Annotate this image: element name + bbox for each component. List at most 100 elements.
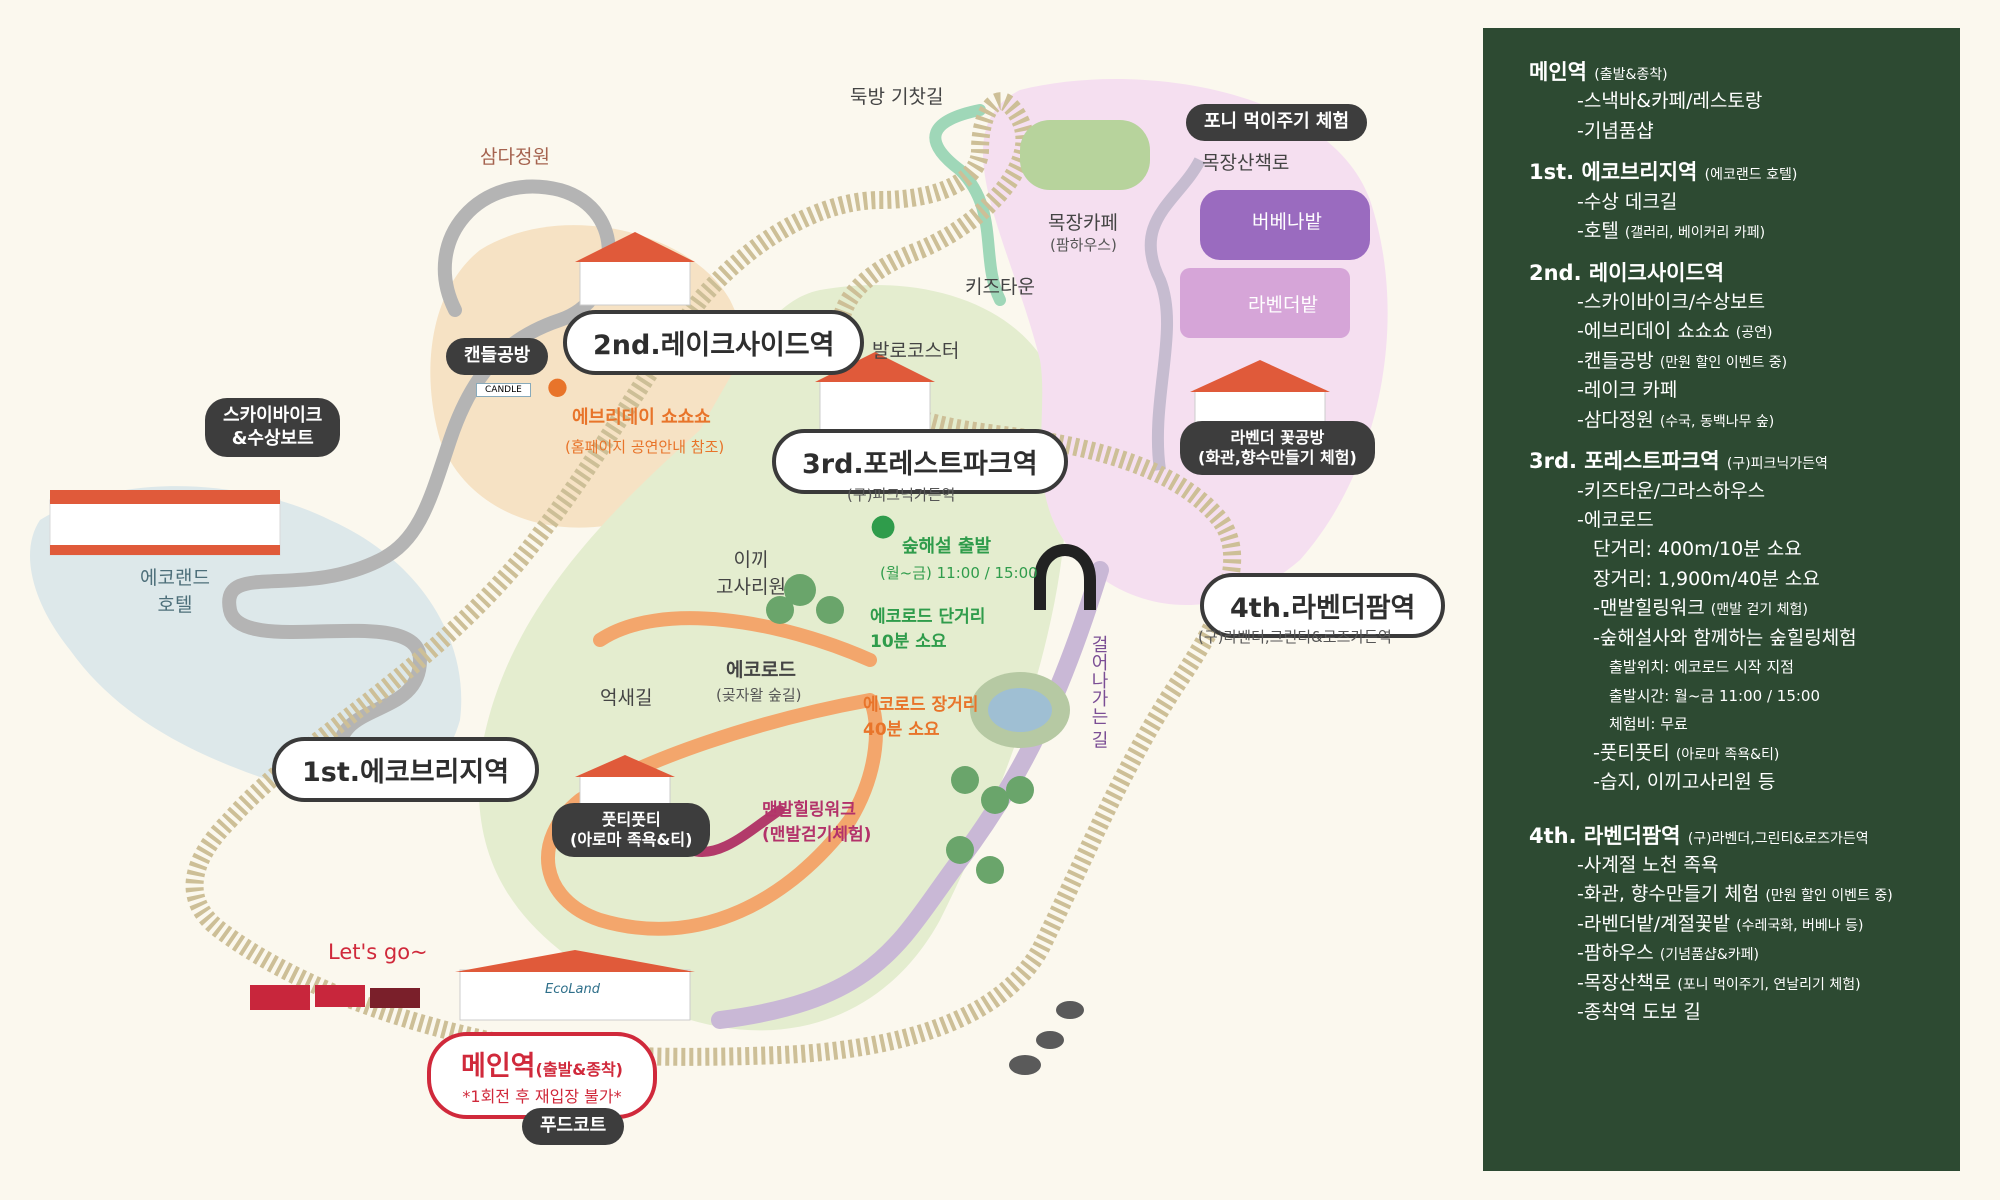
legend-s3-footy: -풋티풋티 <box>1593 741 1670 764</box>
forest-start-label: 숲해설 출발 <box>902 536 992 557</box>
legend-s3-title: 3rd. 포레스트파크역 <box>1529 449 1720 474</box>
station-1-badge: 1st.에코브리지역 <box>272 737 540 802</box>
footy-label: 풋티풋티 (아로마 족욕&티) <box>552 803 711 857</box>
legend-s2-item: -삼다정원 (수국, 동백나무 숲) <box>1529 406 1960 435</box>
pony-label: 포니 먹이주기 체험 <box>1186 104 1368 141</box>
legend-s4-farmhouse-note: (기념품샵&카페) <box>1659 947 1759 964</box>
main-station-building <box>455 950 695 1021</box>
park-map: 둑방 기찻길 삼다정원 캔들공방 스카이바이크 &수상보트 에코랜드 호텔 1s… <box>30 79 1446 1145</box>
legend-s4-field-note: (수레국화, 버베나 등) <box>1736 917 1864 934</box>
legend-s2-item: -캔들공방 (만원 할인 이벤트 중) <box>1529 347 1960 376</box>
legend-s3-detail: 체험비: 무료 <box>1609 715 1688 734</box>
main-station-note: (출발&종착) <box>535 1060 623 1079</box>
show-pin-icon: ● <box>547 372 568 400</box>
train <box>250 985 420 1010</box>
walk-path-label: 걸어나가는 길 <box>1088 635 1109 749</box>
tracks-label: 둑방 기찻길 <box>850 86 944 108</box>
ranch-cafe-sub: (팜하우스) <box>1050 236 1117 254</box>
legend-main-title: 메인역 <box>1529 60 1587 84</box>
trees <box>766 574 1034 884</box>
legend-s2-show: -에브리데이 쇼쇼쇼 <box>1577 320 1730 343</box>
legend-s3-detail: 출발위치: 에코로드 시작 지점 <box>1609 658 1794 677</box>
verbena-field <box>1200 190 1370 260</box>
lavender-workshop-label: 라벤더 꽃공방 (화관,향수만들기 체험) <box>1180 421 1375 475</box>
legend-s4-wreath-note: (만원 할인 이벤트 중) <box>1765 888 1893 905</box>
food-court-label: 푸드코트 <box>522 1108 625 1145</box>
legend-s2-item: -에브리데이 쇼쇼쇼 (공연) <box>1529 317 1960 346</box>
legend-s4-trail-note: (포니 먹이주기, 연날리기 체험) <box>1677 976 1861 993</box>
legend-s3-long: 장거리: 1,900m/40분 소요 <box>1593 567 1820 590</box>
legend-s4-farmhouse: -팜하우스 <box>1577 942 1654 965</box>
ecoland-hotel-label: 에코랜드 호텔 <box>140 567 210 616</box>
legend-s1-note: (에코랜드 호텔) <box>1704 167 1798 184</box>
legend-s3: 3rd. 포레스트파크역 (구)피크닉가든역 <box>1529 447 1960 476</box>
station-3-badge: 3rd.포레스트파크역 <box>772 429 1068 494</box>
everyday-show-sub: (홈페이지 공연안내 참조) <box>565 438 725 456</box>
legend-s3-sub: -숲해설사와 함께하는 숲힐링체험 <box>1593 626 1857 649</box>
lavender-field-label: 라벤더밭 <box>1248 294 1318 316</box>
reed-path-label: 억새길 <box>600 687 653 709</box>
legend-s4-trail: -목장산책로 <box>1577 971 1672 994</box>
barefoot-label: 맨발힐링워크 (맨발걷기체험) <box>762 800 872 845</box>
lavender-field-graphic <box>1180 268 1350 338</box>
legend-s2-candle-note: (만원 할인 이벤트 중) <box>1659 354 1788 371</box>
legend-s3-item: -에코로드 <box>1577 508 1654 531</box>
legend-s3-note: (구)피크닉가든역 <box>1726 456 1828 473</box>
legend-s4-item: -사계절 노천 족욕 <box>1577 853 1719 876</box>
legend-s3-item: -키즈타운/그라스하우스 <box>1577 479 1766 502</box>
eco-road-sub: (곶자왈 숲길) <box>716 686 802 704</box>
legend-s4-wreath: -화관, 향수만들기 체험 <box>1577 883 1760 906</box>
legend-s4-item: -팜하우스 (기념품샵&카페) <box>1529 939 1960 968</box>
legend-main-note: (출발&종착) <box>1594 67 1668 83</box>
legend-s3-barefoot: -맨발힐링워크 <box>1593 597 1705 620</box>
legend-s4-item: -종착역 도보 길 <box>1577 1001 1701 1024</box>
everyday-show-label: 에브리데이 쇼쇼쇼 <box>572 407 711 428</box>
ranch-trail-label: 목장산책로 <box>1202 152 1290 174</box>
station-4-badge: 4th.라벤더팜역 <box>1200 573 1446 638</box>
legend-s1-item: -수상 데크길 <box>1577 190 1678 213</box>
station-4-sub: (구)라벤더,그린티&로즈가든역 <box>1198 628 1392 646</box>
candle-workshop-label: 캔들공방 <box>446 338 549 375</box>
legend-s4: 4th. 라벤더팜역 (구)라벤더,그린티&로즈가든역 <box>1529 822 1960 851</box>
legend-s1-hotel: -호텔 <box>1577 220 1619 243</box>
ranch-cafe-garden <box>1020 120 1150 190</box>
legend-main-item: -스낵바&카페/레스토랑 <box>1577 90 1763 113</box>
eco-road-label: 에코로드 <box>726 659 796 681</box>
station-2-badge: 2nd.레이크사이드역 <box>563 310 865 375</box>
legend-main: 메인역 (출발&종착) <box>1529 58 1960 87</box>
legend-s4-title: 4th. 라벤더팜역 <box>1529 823 1681 848</box>
samda-garden-label: 삼다정원 <box>480 146 550 168</box>
grey-walk-path <box>222 179 616 767</box>
legend-s1: 1st. 에코브리지역 (에코랜드 호텔) <box>1529 158 1960 187</box>
lets-go-label: Let's go~ <box>328 940 428 964</box>
forest-park-building <box>815 352 935 431</box>
legend-s2-samda: -삼다정원 <box>1577 408 1654 431</box>
gate-arch <box>1034 544 1096 610</box>
station-3-sub: (구)피크닉가든역 <box>847 486 956 504</box>
legend-s2-item: -스카이바이크/수상보트 <box>1577 290 1766 313</box>
legend-s1-title: 1st. 에코브리지역 <box>1529 160 1698 185</box>
moss-garden-label: 이끼 고사리원 <box>716 549 786 598</box>
legend-s4-item: -목장산책로 (포니 먹이주기, 연날리기 체험) <box>1529 969 1960 998</box>
main-station-sub: *1회전 후 재입장 불가* <box>462 1087 622 1106</box>
legend-s4-item: -라벤더밭/계절꽃밭 (수레국화, 버베나 등) <box>1529 910 1960 939</box>
legend-s3-footy-note: (아로마 족욕&티) <box>1675 746 1780 763</box>
eco-short-label: 에코로드 단거리 10분 소요 <box>870 607 986 652</box>
legend-s4-field: -라벤더밭/계절꽃밭 <box>1577 912 1731 935</box>
legend-s4-item: -화관, 향수만들기 체험 (만원 할인 이벤트 중) <box>1529 880 1960 909</box>
eco-long-label: 에코로드 장거리 40분 소요 <box>863 695 979 740</box>
kids-path <box>929 104 1006 306</box>
kids-town-label: 키즈타운 <box>965 276 1035 298</box>
forest-start-sub: (월~금) 11:00 / 15:00 <box>880 564 1038 582</box>
legend-s2-item: -레이크 카페 <box>1577 379 1678 402</box>
legend-s3-barefoot-note: (맨발 걷기 체험) <box>1710 602 1808 619</box>
ranch-path <box>1144 157 1206 471</box>
legend-panel: 메인역 (출발&종착) -스낵바&카페/레스토랑 -기념품샵 1st. 에코브리… <box>1483 28 1960 1171</box>
legend-s4-note: (구)라벤더,그린티&로즈가든역 <box>1687 830 1869 847</box>
legend-main-item: -기념품샵 <box>1577 119 1654 142</box>
legend-s3-tail: -풋티풋티 (아로마 족욕&티) <box>1529 739 1960 768</box>
stepping-stones <box>1009 1001 1084 1075</box>
ballo-coaster-label: 발로코스터 <box>872 340 960 362</box>
legend-s1-item: -호텔 (갤러리, 베이커리 카페) <box>1529 217 1960 246</box>
legend-s2-samda-note: (수국, 동백나무 숲) <box>1659 413 1775 430</box>
